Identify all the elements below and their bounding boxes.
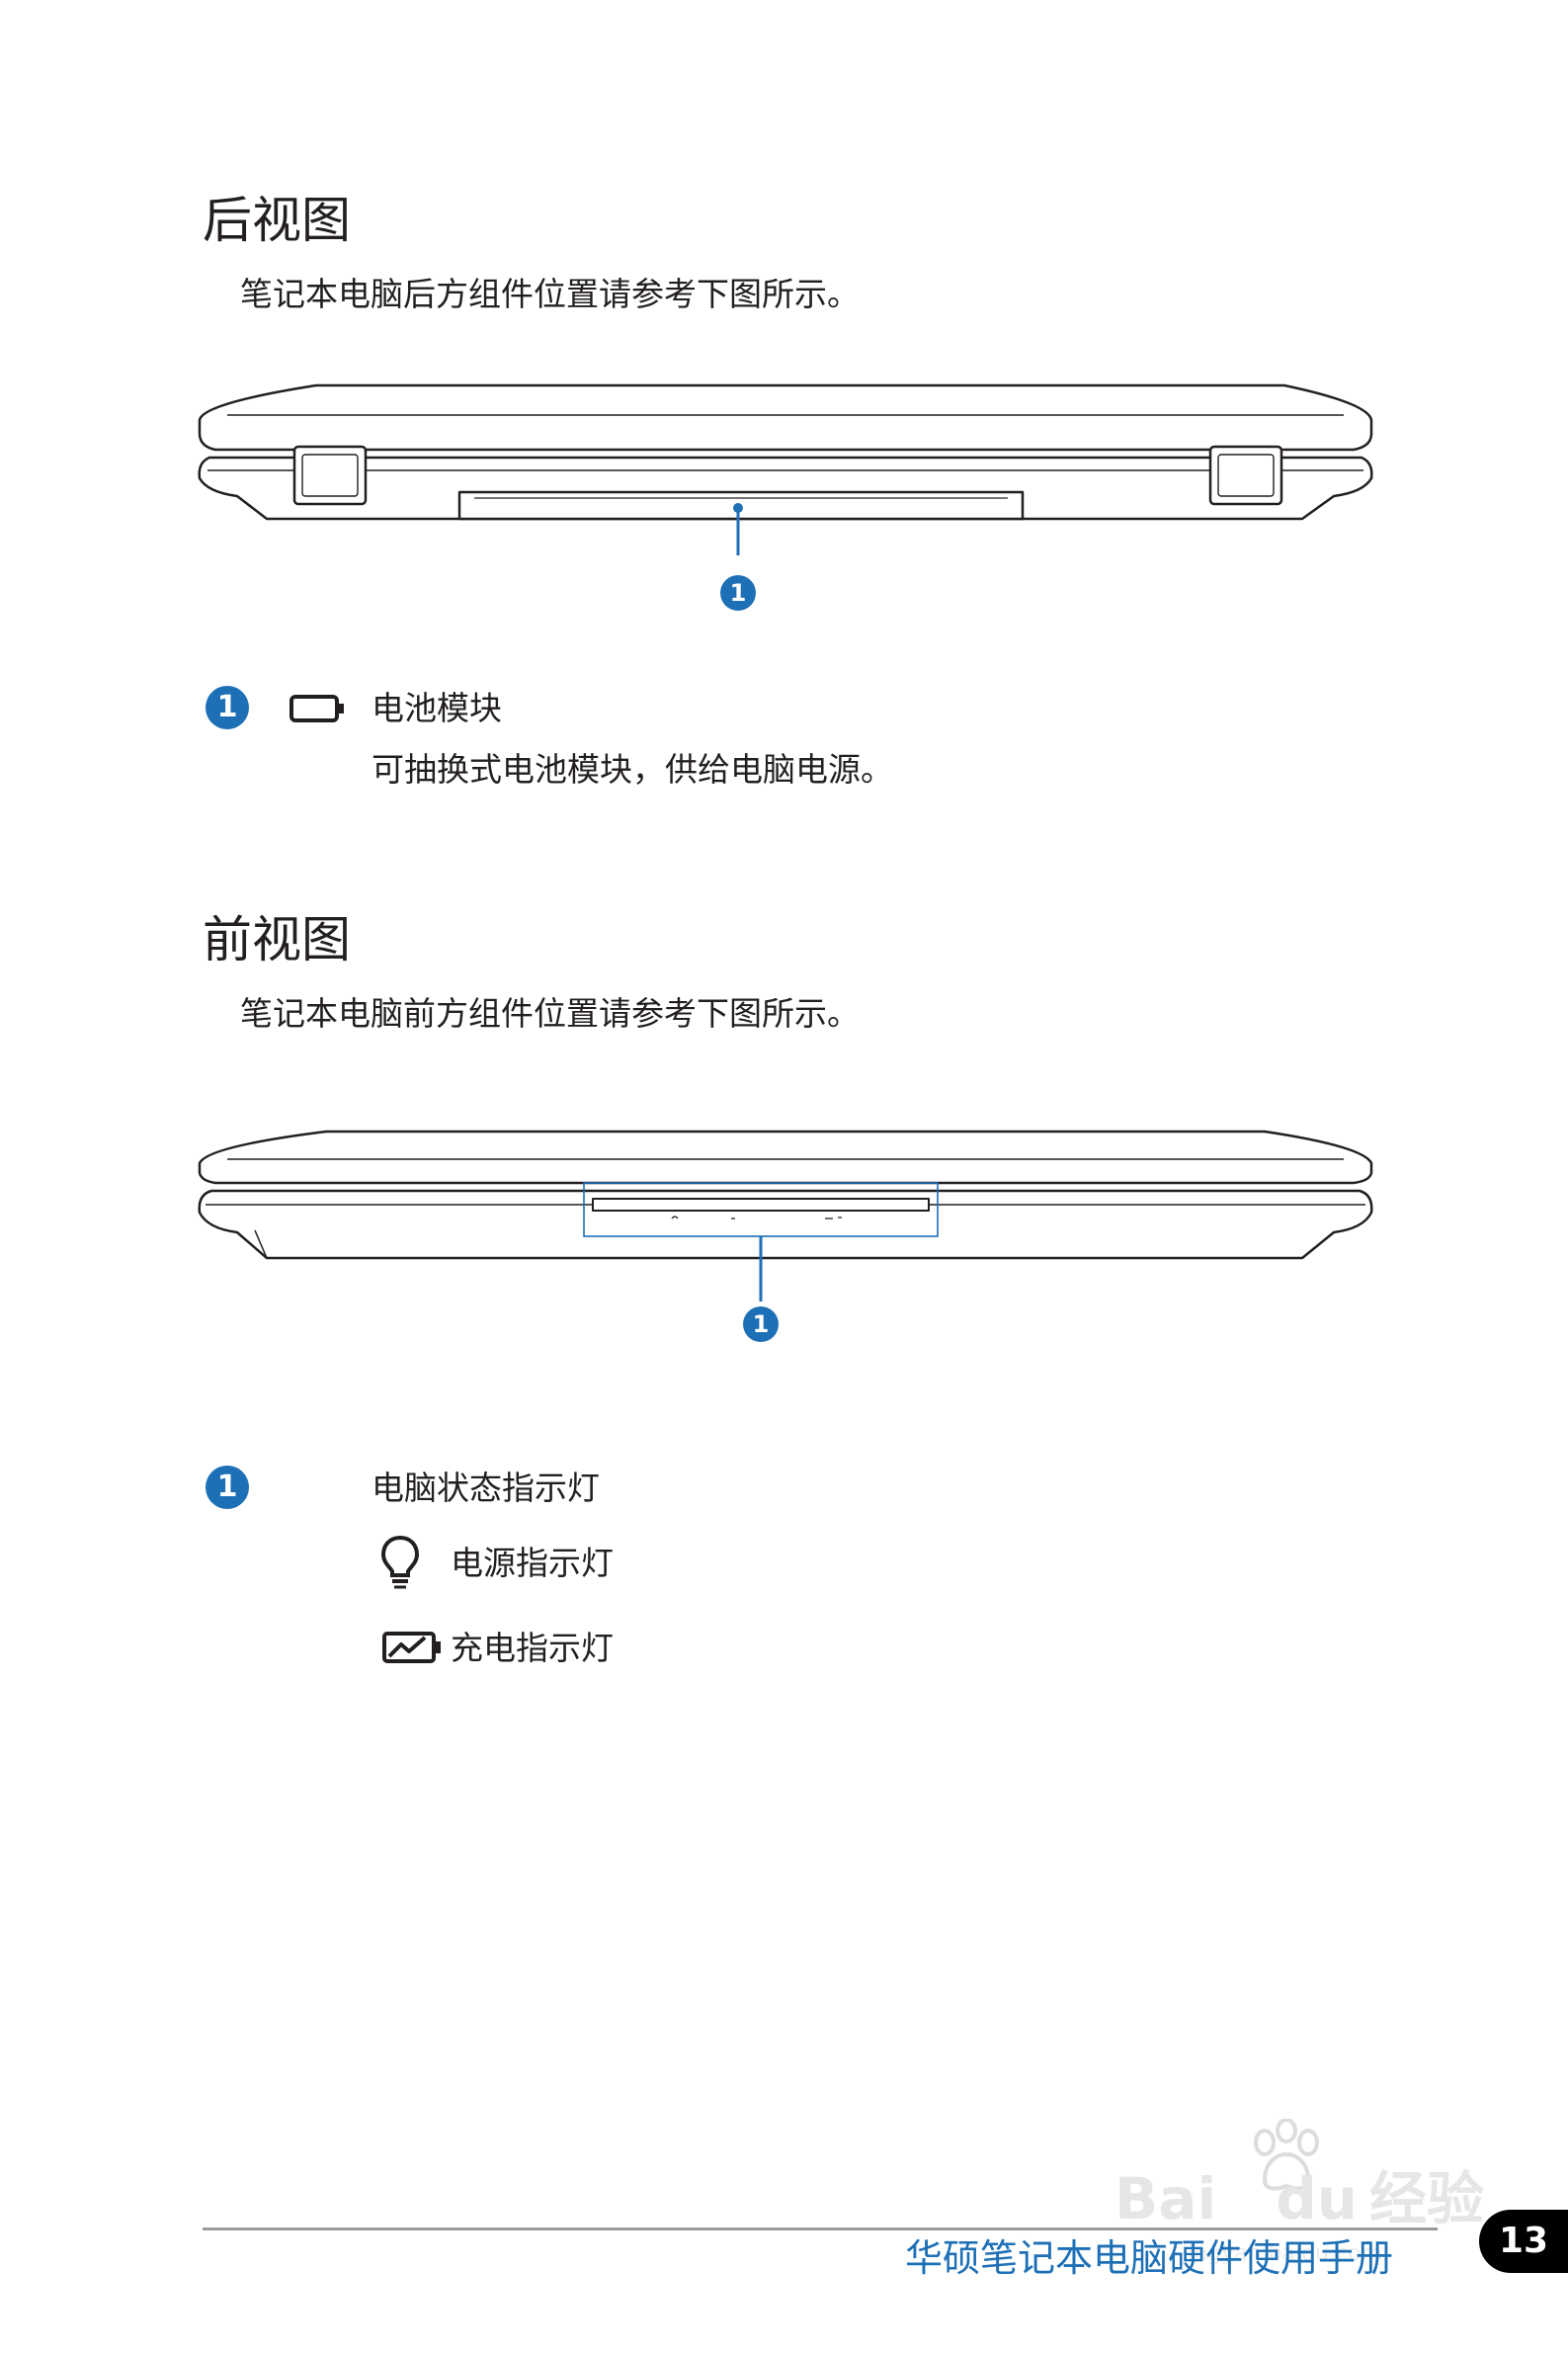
rear-view-intro: 笔记本电脑后方组件位置请参考下图所示。 (240, 275, 860, 313)
rear-view-heading: 后视图 (203, 192, 351, 249)
watermark-brand: Bai (1114, 2165, 1217, 2232)
front-item-title: 电脑状态指示灯 (371, 1469, 600, 1507)
front-view-laptop-diagram (198, 1130, 1373, 1302)
front-diagram-callout-1: 1 (743, 1306, 779, 1342)
battery-charge-icon (382, 1632, 441, 1663)
rear-item-title: 电池模块 (371, 689, 502, 727)
rear-item-description: 可抽换式电池模块，供给电脑电源。 (371, 750, 893, 789)
footer-title: 华硕笔记本电脑硬件使用手册 (905, 2236, 1394, 2280)
left-hinge (292, 445, 368, 506)
front-item-number: 1 (206, 1466, 249, 1509)
rear-diagram-callout-1: 1 (720, 575, 756, 611)
charge-indicator-label: 充电指示灯 (451, 1629, 614, 1667)
power-bulb-icon (380, 1535, 420, 1589)
front-view-intro: 笔记本电脑前方组件位置请参考下图所示。 (240, 994, 860, 1033)
watermark-url: jingyan.baidu.com (1182, 2241, 1383, 2266)
footer-rule (203, 2227, 1438, 2230)
watermark-brand-suffix: du (1276, 2165, 1359, 2232)
battery-icon (289, 695, 344, 722)
rear-view-laptop-diagram (198, 383, 1373, 555)
power-indicator-label: 电源指示灯 (451, 1544, 614, 1582)
watermark-service: 经验 (1369, 2165, 1485, 2232)
front-view-heading: 前视图 (203, 911, 351, 968)
right-hinge (1208, 445, 1283, 506)
rear-item-number: 1 (206, 686, 249, 729)
baidu-paw-icon (1254, 2119, 1319, 2191)
page-number: 13 (1479, 2210, 1568, 2273)
